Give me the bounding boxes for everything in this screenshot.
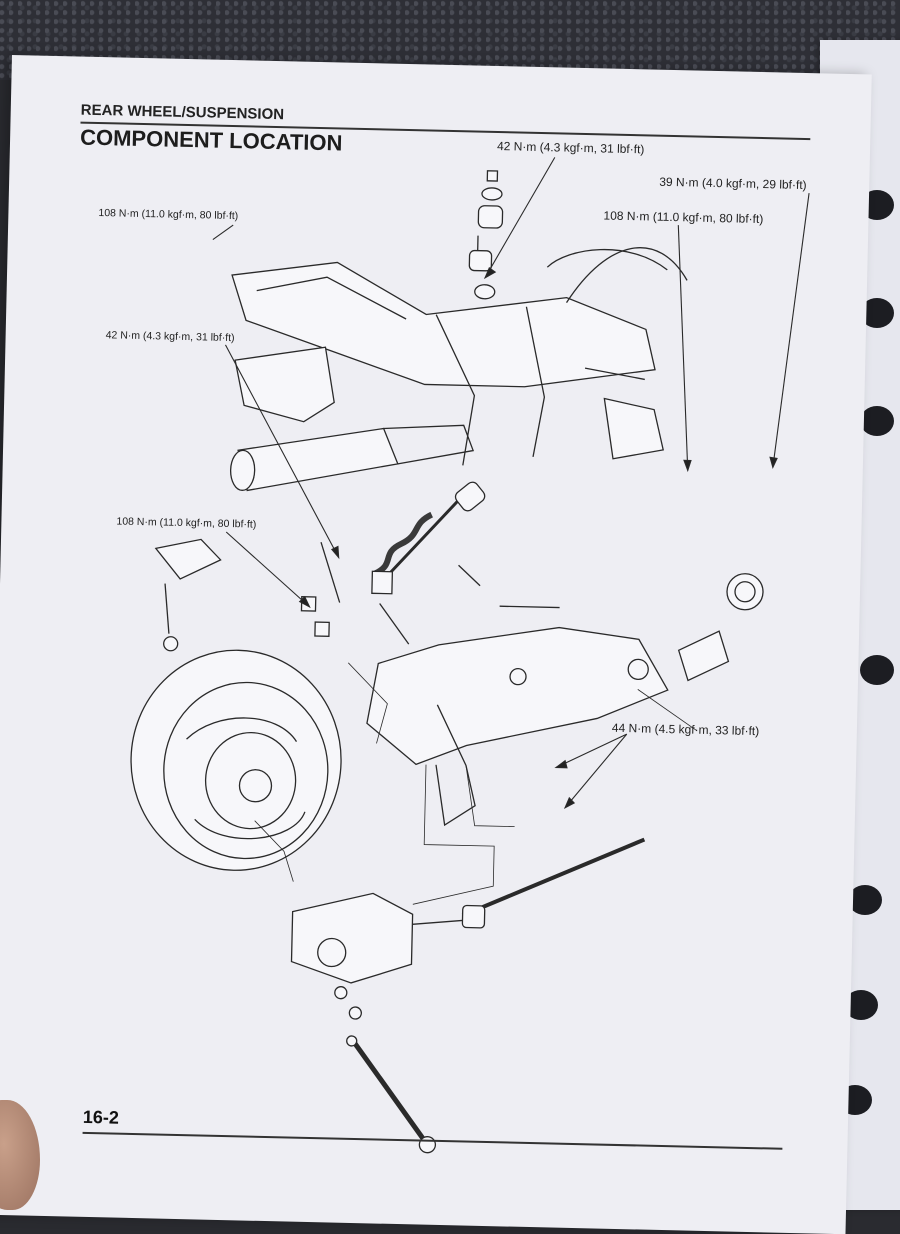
- side-cover: [234, 345, 336, 422]
- drive-shaft: [462, 835, 644, 931]
- swingarm: [365, 565, 764, 832]
- binder-hole: [860, 655, 894, 685]
- rear-axle: [344, 1036, 438, 1153]
- brake-linkage: [154, 538, 222, 651]
- exploded-diagram: [0, 55, 872, 1174]
- page-number: 16-2: [83, 1107, 119, 1129]
- manual-page: REAR WHEEL/SUSPENSION COMPONENT LOCATION…: [0, 55, 872, 1234]
- upper-bolt-stack: [469, 170, 504, 299]
- rear-shock-absorber: [372, 478, 488, 596]
- muffler: [230, 420, 474, 495]
- pivot-bolts: [301, 542, 561, 648]
- final-drive-gearcase: [290, 892, 463, 1022]
- rear-wheel: [129, 648, 344, 873]
- binder-hole: [860, 406, 894, 436]
